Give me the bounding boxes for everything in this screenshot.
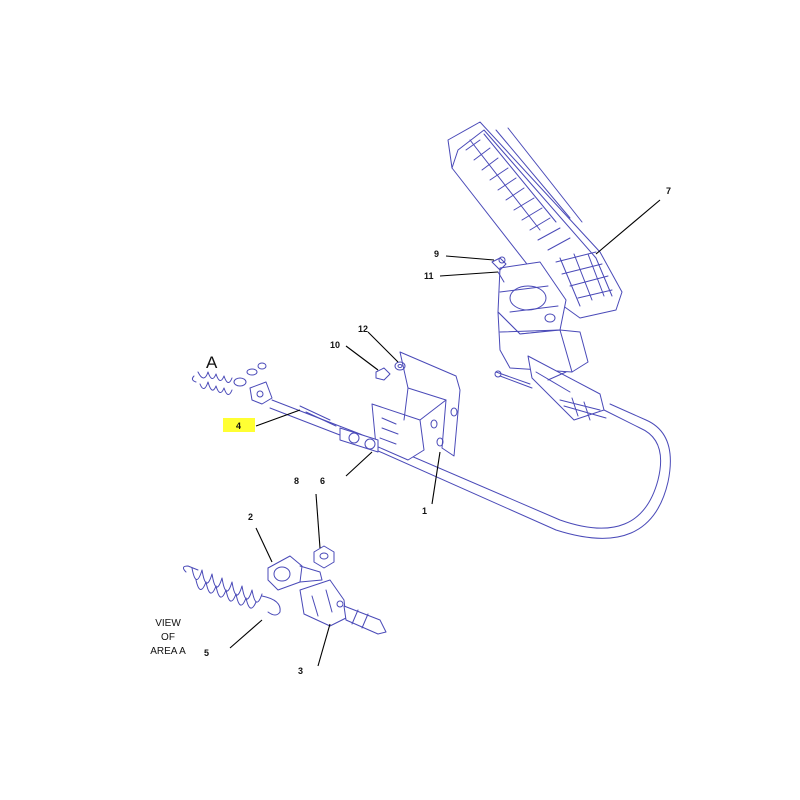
section-letter: A [206,353,218,372]
leader-lines [229,199,661,667]
callout-3[interactable]: 3 [298,666,303,676]
callout-12[interactable]: 12 [358,324,368,334]
callout-7[interactable]: 7 [666,186,671,196]
callout-9[interactable]: 9 [434,249,439,259]
callout-4-highlight [223,418,255,432]
callout-5[interactable]: 5 [204,648,209,658]
area-a-spring-clevis [191,362,273,405]
mounting-bracket [339,351,461,461]
callout-10[interactable]: 10 [330,340,340,350]
callout-6[interactable]: 6 [320,476,325,486]
view-caption-line-1: VIEW [155,618,181,629]
callout-8[interactable]: 8 [294,476,299,486]
callout-4[interactable]: 4 [236,421,241,431]
view-caption-line-2: OF [161,632,175,643]
accelerator-pedal [447,121,623,421]
callout-1[interactable]: 1 [422,506,427,516]
callout-11[interactable]: 11 [424,271,434,281]
view-caption-line-3: AREA A [150,646,186,657]
throttle-cable [269,397,671,539]
callout-2[interactable]: 2 [248,512,253,522]
area-a-detail-view [182,545,387,635]
bolt-and-washer [375,361,406,381]
